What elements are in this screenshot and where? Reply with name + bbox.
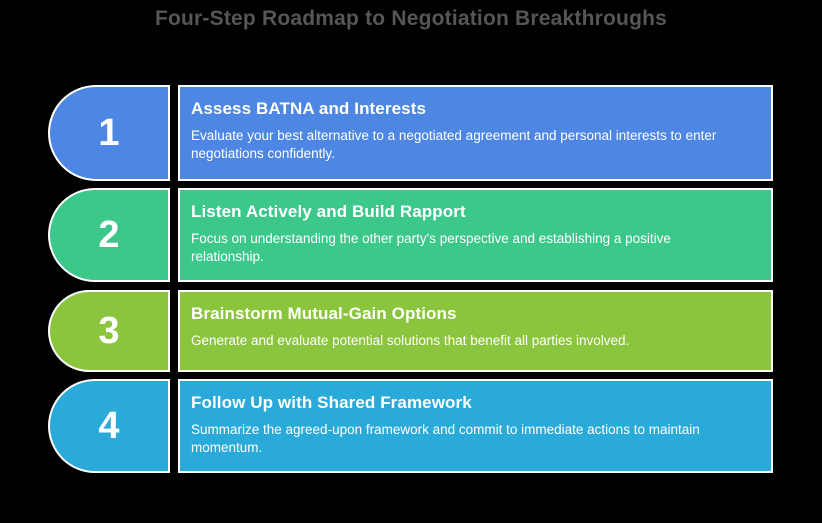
- step-number: 3: [98, 309, 120, 352]
- step-description: Focus on understanding the other party's…: [191, 231, 671, 264]
- step-card: Follow Up with Shared Framework Summariz…: [178, 379, 773, 473]
- step-row-1: 1 Assess BATNA and Interests Evaluate yo…: [48, 85, 773, 181]
- step-number: 2: [98, 213, 120, 256]
- step-number-badge: 2: [48, 188, 170, 282]
- step-title: Listen Actively and Build Rapport: [191, 202, 466, 221]
- step-number-badge: 3: [48, 290, 170, 372]
- step-title: Follow Up with Shared Framework: [191, 393, 472, 412]
- step-description: Evaluate your best alternative to a nego…: [191, 128, 717, 161]
- step-card: Listen Actively and Build Rapport Focus …: [178, 188, 773, 282]
- step-description: Generate and evaluate potential solution…: [191, 333, 630, 348]
- step-title: Assess BATNA and Interests: [191, 99, 427, 118]
- step-row-4: 4 Follow Up with Shared Framework Summar…: [48, 379, 773, 473]
- step-number: 4: [98, 404, 120, 447]
- step-card: Assess BATNA and Interests Evaluate your…: [178, 85, 773, 181]
- step-row-2: 2 Listen Actively and Build Rapport Focu…: [48, 188, 773, 282]
- step-number-badge: 4: [48, 379, 170, 473]
- step-description: Summarize the agreed-upon framework and …: [191, 422, 700, 455]
- step-card: Brainstorm Mutual-Gain Options Generate …: [178, 290, 773, 372]
- step-title: Brainstorm Mutual-Gain Options: [191, 304, 457, 323]
- step-number-badge: 1: [48, 85, 170, 181]
- step-row-3: 3 Brainstorm Mutual-Gain Options Generat…: [48, 290, 773, 372]
- step-number: 1: [98, 111, 120, 154]
- page-title: Four-Step Roadmap to Negotiation Breakth…: [154, 7, 668, 30]
